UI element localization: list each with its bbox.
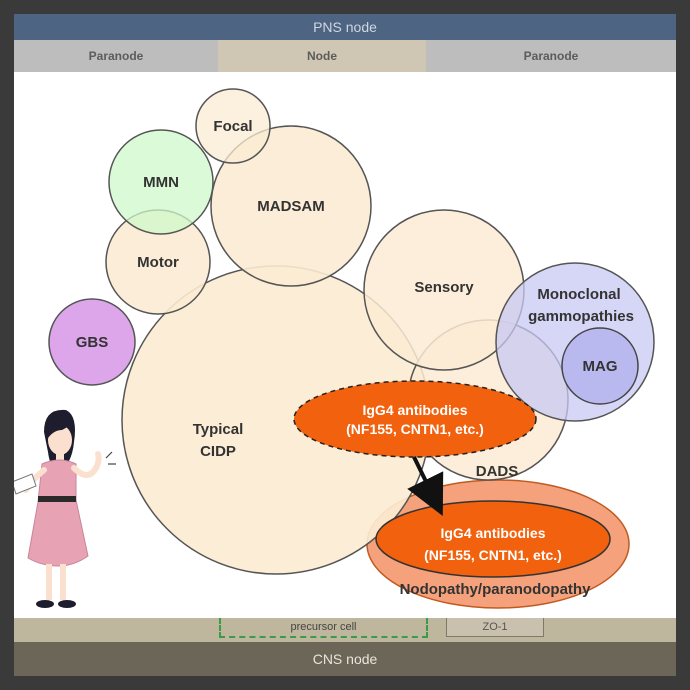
- cns-strip: [14, 618, 676, 642]
- pns-node-header: PNS node: [14, 14, 676, 40]
- arrow-icon: [407, 456, 444, 516]
- igg4-upper-line2: (NF155, CNTN1, etc.): [346, 421, 484, 437]
- sensory-label: Sensory: [414, 279, 474, 296]
- pns-node-title: PNS node: [313, 19, 377, 35]
- typical-cidp-label-line2: CIDP: [200, 443, 236, 460]
- dads-label: DADS: [476, 463, 519, 480]
- focal-label: Focal: [213, 118, 252, 135]
- focal-bubble: [195, 88, 271, 164]
- gbs-label: GBS: [76, 334, 109, 351]
- column-paranode-left: Paranode: [14, 40, 218, 72]
- diagram-panel: Focal MMN MADSAM Motor Sensory Monoclona…: [14, 72, 676, 618]
- monoclonal-label-line2: gammopathies: [528, 308, 634, 325]
- igg4-lower-ellipse: [375, 500, 611, 578]
- column-node: Node: [218, 40, 426, 72]
- screen-frame: PNS node Paranode Node Paranode precurso…: [14, 14, 676, 676]
- mmn-bubble: [108, 129, 214, 235]
- presenter-illustration: [14, 409, 116, 608]
- precursor-cell-box: precursor cell: [219, 618, 428, 638]
- igg4-upper-ellipse: [293, 380, 537, 458]
- motor-label: Motor: [137, 254, 179, 271]
- cns-node-title: CNS node: [312, 651, 378, 667]
- madsam-bubble: [210, 125, 372, 287]
- monoclonal-label-line1: Monoclonal: [537, 286, 620, 303]
- gbs-bubble: [48, 298, 136, 386]
- typical-cidp-label-line1: Typical: [193, 421, 244, 438]
- igg4-upper-line1: IgG4 antibodies: [362, 402, 467, 418]
- mag-label: MAG: [583, 358, 618, 375]
- mag-bubble: [561, 327, 639, 405]
- madsam-label: MADSAM: [257, 198, 325, 215]
- column-paranode-right: Paranode: [426, 40, 676, 72]
- cidp-bubble-diagram: Focal MMN MADSAM Motor Sensory Monoclona…: [14, 88, 655, 609]
- node-columns-bar: Paranode Node Paranode: [14, 40, 676, 72]
- mmn-label: MMN: [143, 174, 179, 191]
- nodopathy-label: Nodopathy/paranodopathy: [400, 581, 591, 598]
- cns-node-footer: CNS node: [14, 642, 676, 676]
- zo1-box: ZO-1: [446, 618, 544, 637]
- igg4-lower-line2: (NF155, CNTN1, etc.): [424, 547, 562, 563]
- igg4-lower-line1: IgG4 antibodies: [440, 525, 545, 541]
